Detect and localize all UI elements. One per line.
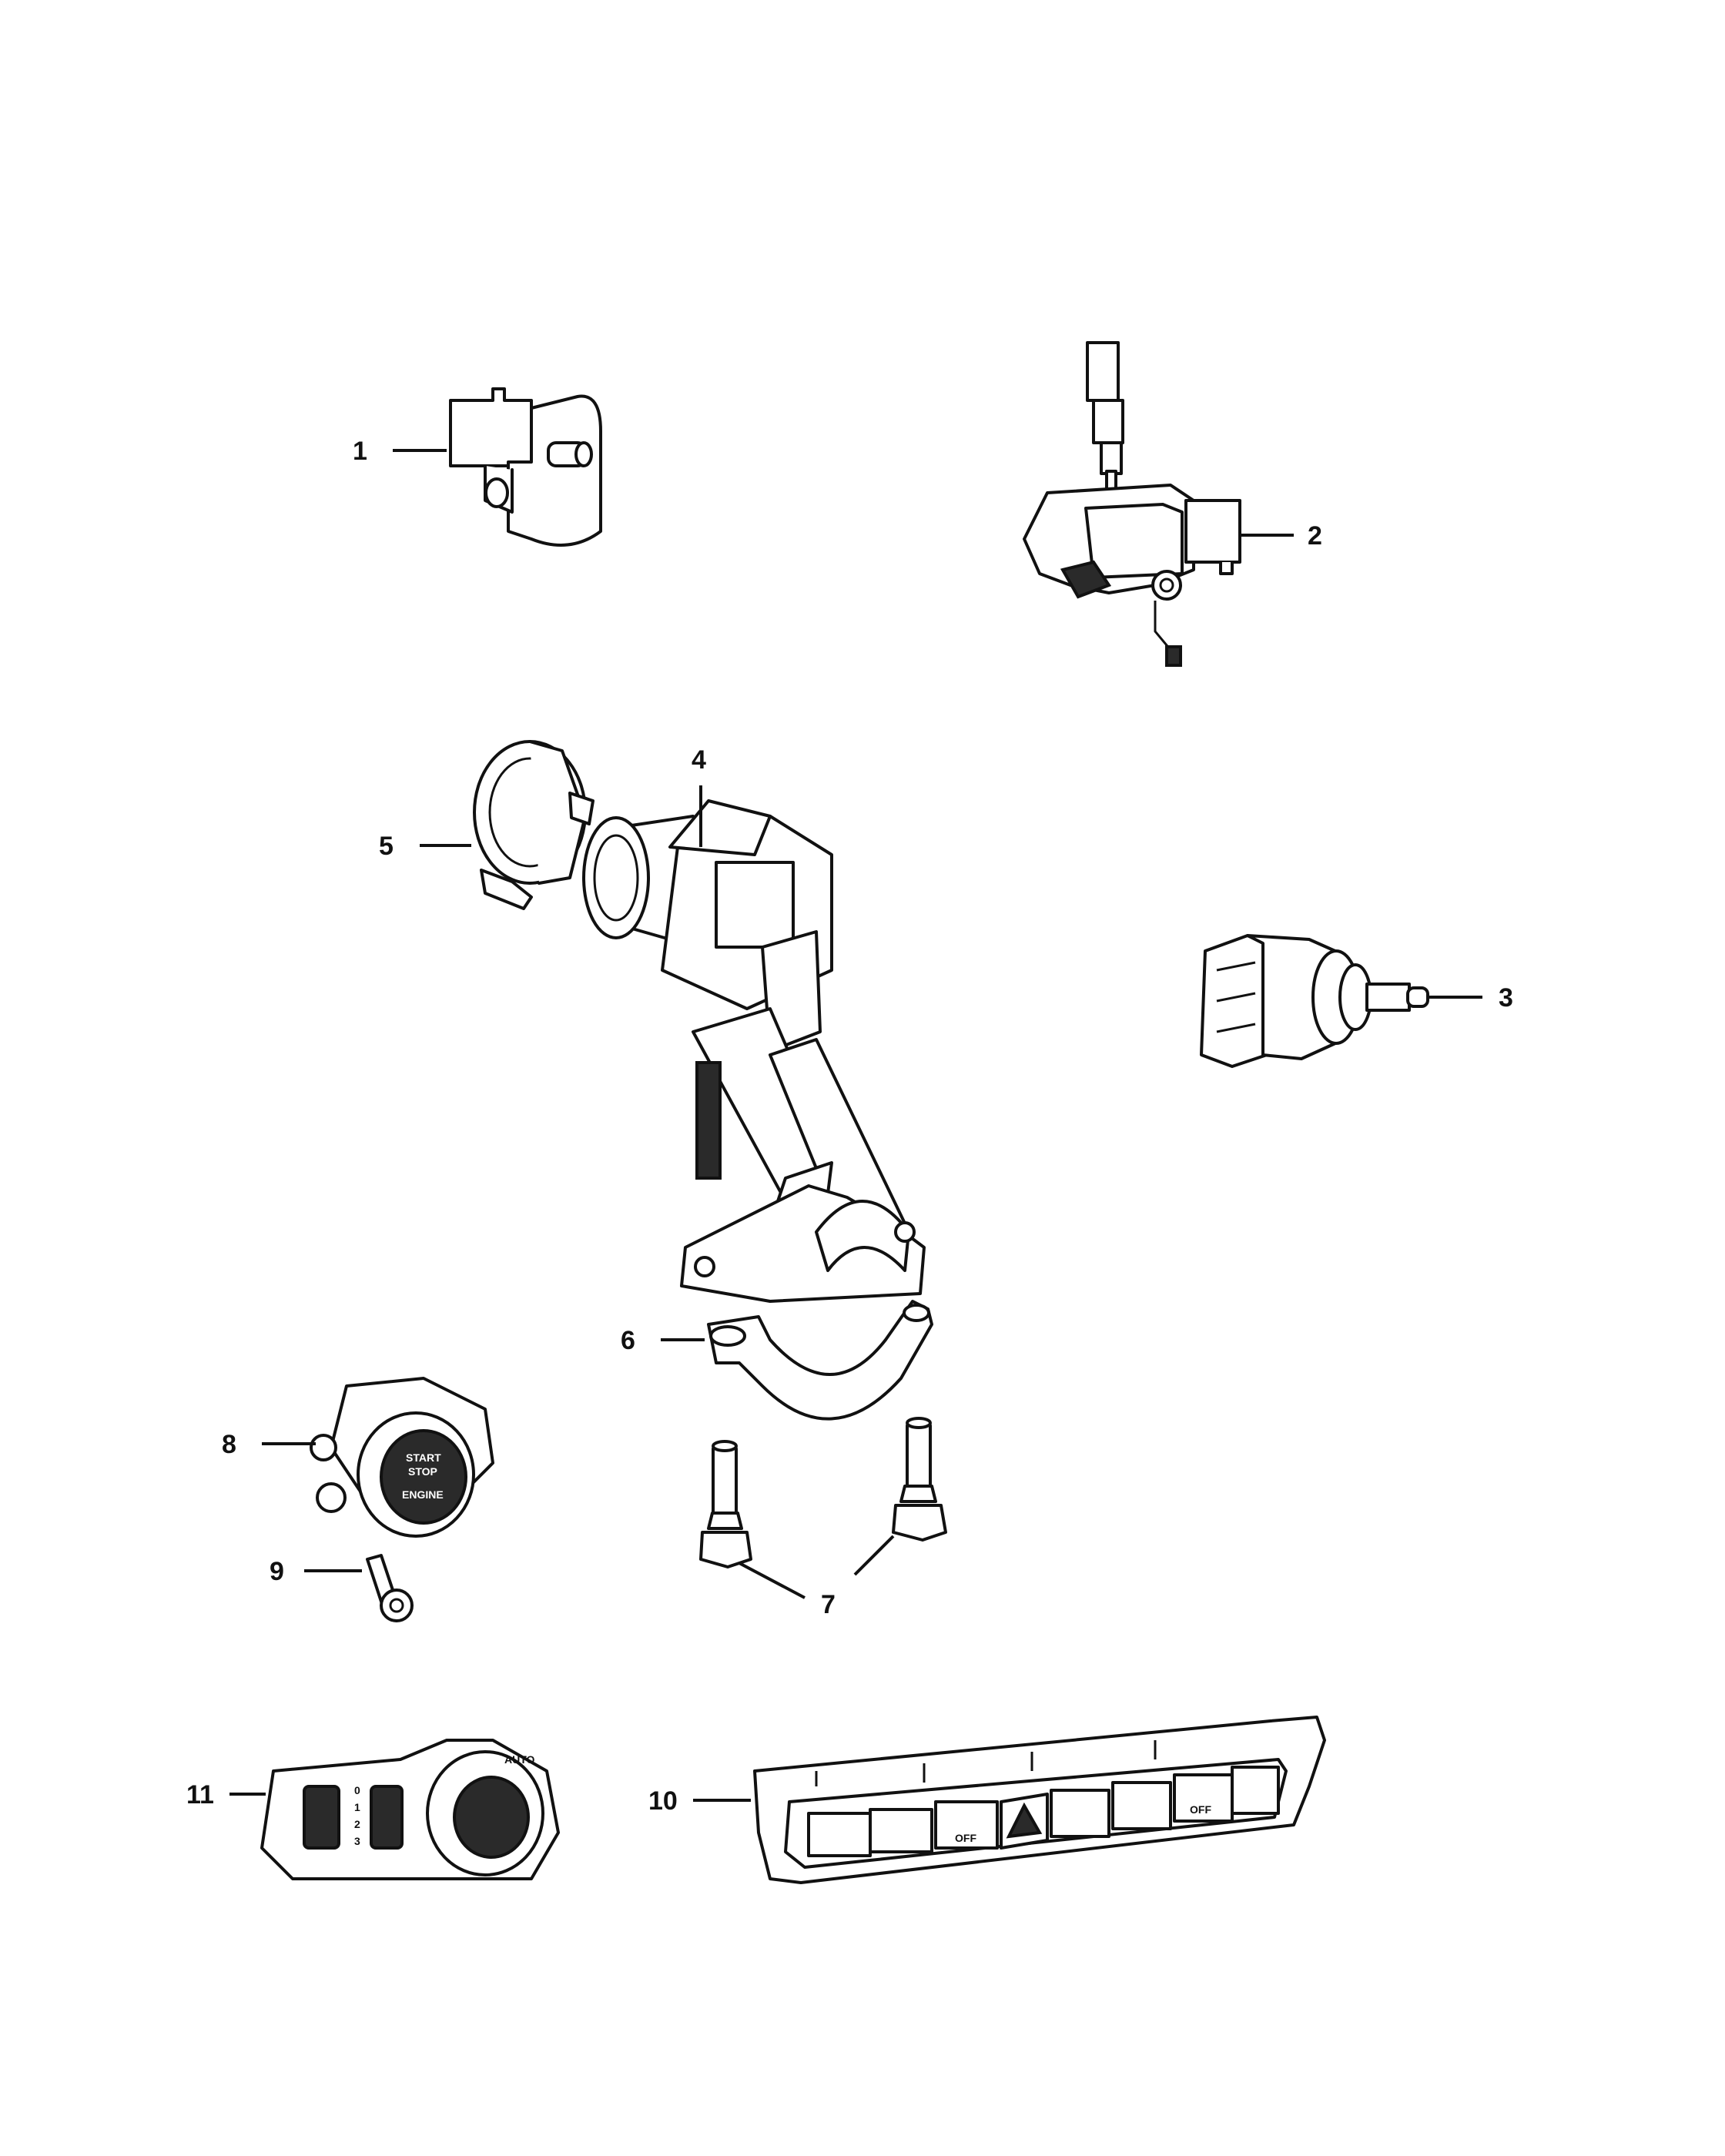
callout-4: 4	[692, 745, 706, 775]
engine-label: ENGINE	[402, 1488, 444, 1501]
callout-1: 1	[353, 437, 367, 466]
leader-7b	[853, 1535, 895, 1576]
callout-11: 11	[186, 1780, 214, 1810]
callout-5: 5	[379, 832, 394, 861]
part-10-control-panel: OFF OFF	[753, 1716, 1326, 1884]
callout-8: 8	[222, 1430, 236, 1459]
callout-6: 6	[621, 1326, 635, 1355]
off-label-2: OFF	[1190, 1803, 1211, 1816]
stop-label: STOP	[408, 1465, 437, 1478]
callout-2: 2	[1308, 521, 1322, 551]
part-11-headlamp-switch: AUTO 0 1 2 3	[260, 1739, 560, 1880]
dial-mark-3: 3	[354, 1835, 360, 1847]
dial-mark-0: 0	[354, 1784, 360, 1796]
callout-10: 10	[648, 1786, 678, 1816]
part-5-trim-ring	[473, 740, 595, 910]
start-label: START	[406, 1451, 441, 1464]
part-8-start-stop-button: START STOP ENGINE	[310, 1377, 494, 1538]
callout-3: 3	[1499, 983, 1513, 1013]
part-2-steering-lock	[1023, 341, 1241, 667]
callout-9: 9	[270, 1557, 284, 1586]
dial-mark-2: 2	[354, 1818, 360, 1830]
part-4-column-assembly	[582, 799, 926, 1303]
dial-mark-1: 1	[354, 1801, 360, 1813]
part-6-clamp	[707, 1300, 933, 1421]
part-7-bolts	[699, 1417, 947, 1568]
callout-7: 7	[821, 1590, 836, 1619]
off-label-1: OFF	[955, 1832, 976, 1844]
part-9-screw	[366, 1554, 414, 1622]
part-3-switch	[1200, 934, 1429, 1068]
auto-label: AUTO	[504, 1753, 535, 1766]
leader-7a	[739, 1562, 806, 1599]
part-1-sensor	[449, 387, 602, 547]
